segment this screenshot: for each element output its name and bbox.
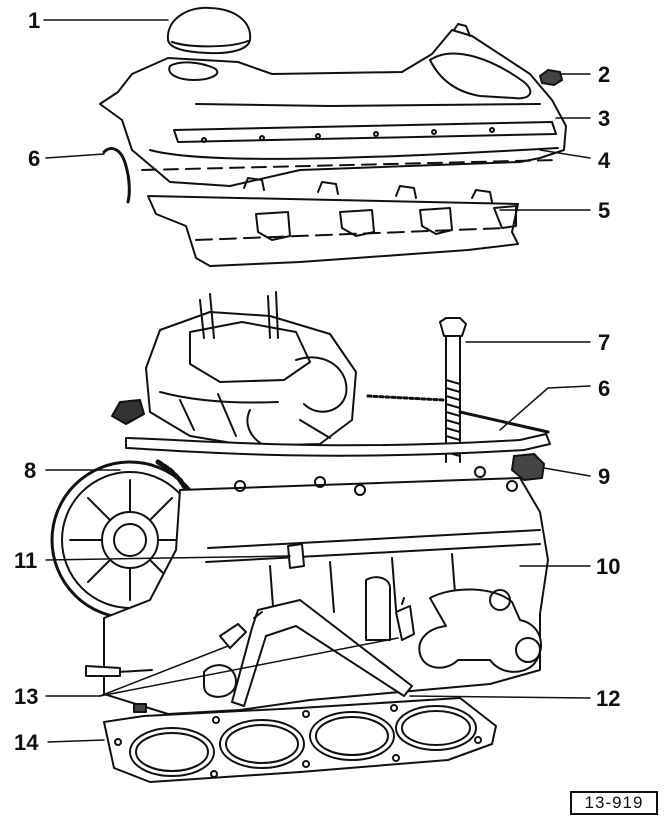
seal-strip-lower: [125, 410, 551, 457]
seal-strip-upper: [102, 147, 131, 204]
oil-filler-cap: [166, 6, 252, 55]
baffle-plate: [147, 177, 519, 267]
callout-1: 1: [28, 8, 41, 33]
spark-plugs: [133, 597, 415, 713]
callout-9: 9: [598, 464, 611, 489]
cylinder-head-gasket: [103, 697, 497, 783]
figure-reference-code: 13-919: [570, 791, 658, 815]
callout-14: 14: [14, 730, 39, 755]
callout-7: 7: [598, 330, 611, 355]
leader-lines: [43, 19, 591, 743]
callout-11: 11: [14, 548, 38, 573]
callout-8: 8: [24, 458, 37, 483]
callout-10: 10: [596, 554, 621, 579]
callout-6-lower: 6: [598, 376, 611, 401]
cylinder-head-cover: [99, 23, 567, 187]
callout-12: 12: [596, 686, 621, 711]
cover-nut: [539, 69, 563, 86]
callout-6-upper: 6: [28, 146, 41, 171]
dowel-sleeve: [287, 543, 305, 569]
callout-4: 4: [598, 148, 611, 173]
carburettor-assembly: [111, 291, 446, 453]
callout-3: 3: [598, 106, 611, 131]
callout-5: 5: [598, 198, 611, 223]
cover-gasket: [173, 121, 557, 143]
callout-13: 13: [14, 684, 39, 709]
cylinder-head-bolt: [439, 317, 467, 463]
callout-2: 2: [598, 62, 611, 87]
mounting-bracket: [231, 599, 413, 707]
cylinder-head: [85, 466, 549, 715]
rubber-cap: [511, 453, 545, 481]
